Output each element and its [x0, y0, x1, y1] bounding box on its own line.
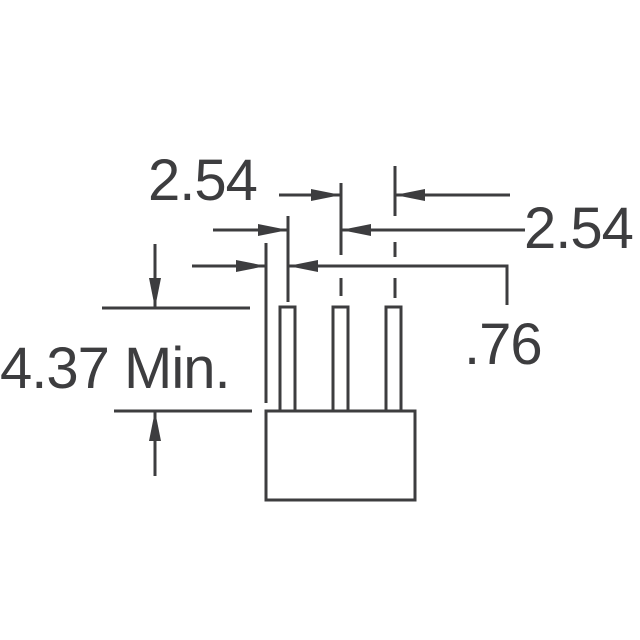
dim-label-pin-width: .76	[464, 312, 543, 377]
pin-1	[278, 305, 297, 413]
component-body	[264, 409, 417, 502]
dim-label-pitch-top: 2.54	[148, 148, 258, 213]
pin-3	[384, 305, 403, 413]
dim-leader-pin-width	[300, 264, 509, 305]
pin-2	[331, 305, 350, 413]
dim-label-lead-length: 4.37 Min.	[0, 336, 231, 401]
dim-label-pitch-right: 2.54	[524, 196, 634, 261]
